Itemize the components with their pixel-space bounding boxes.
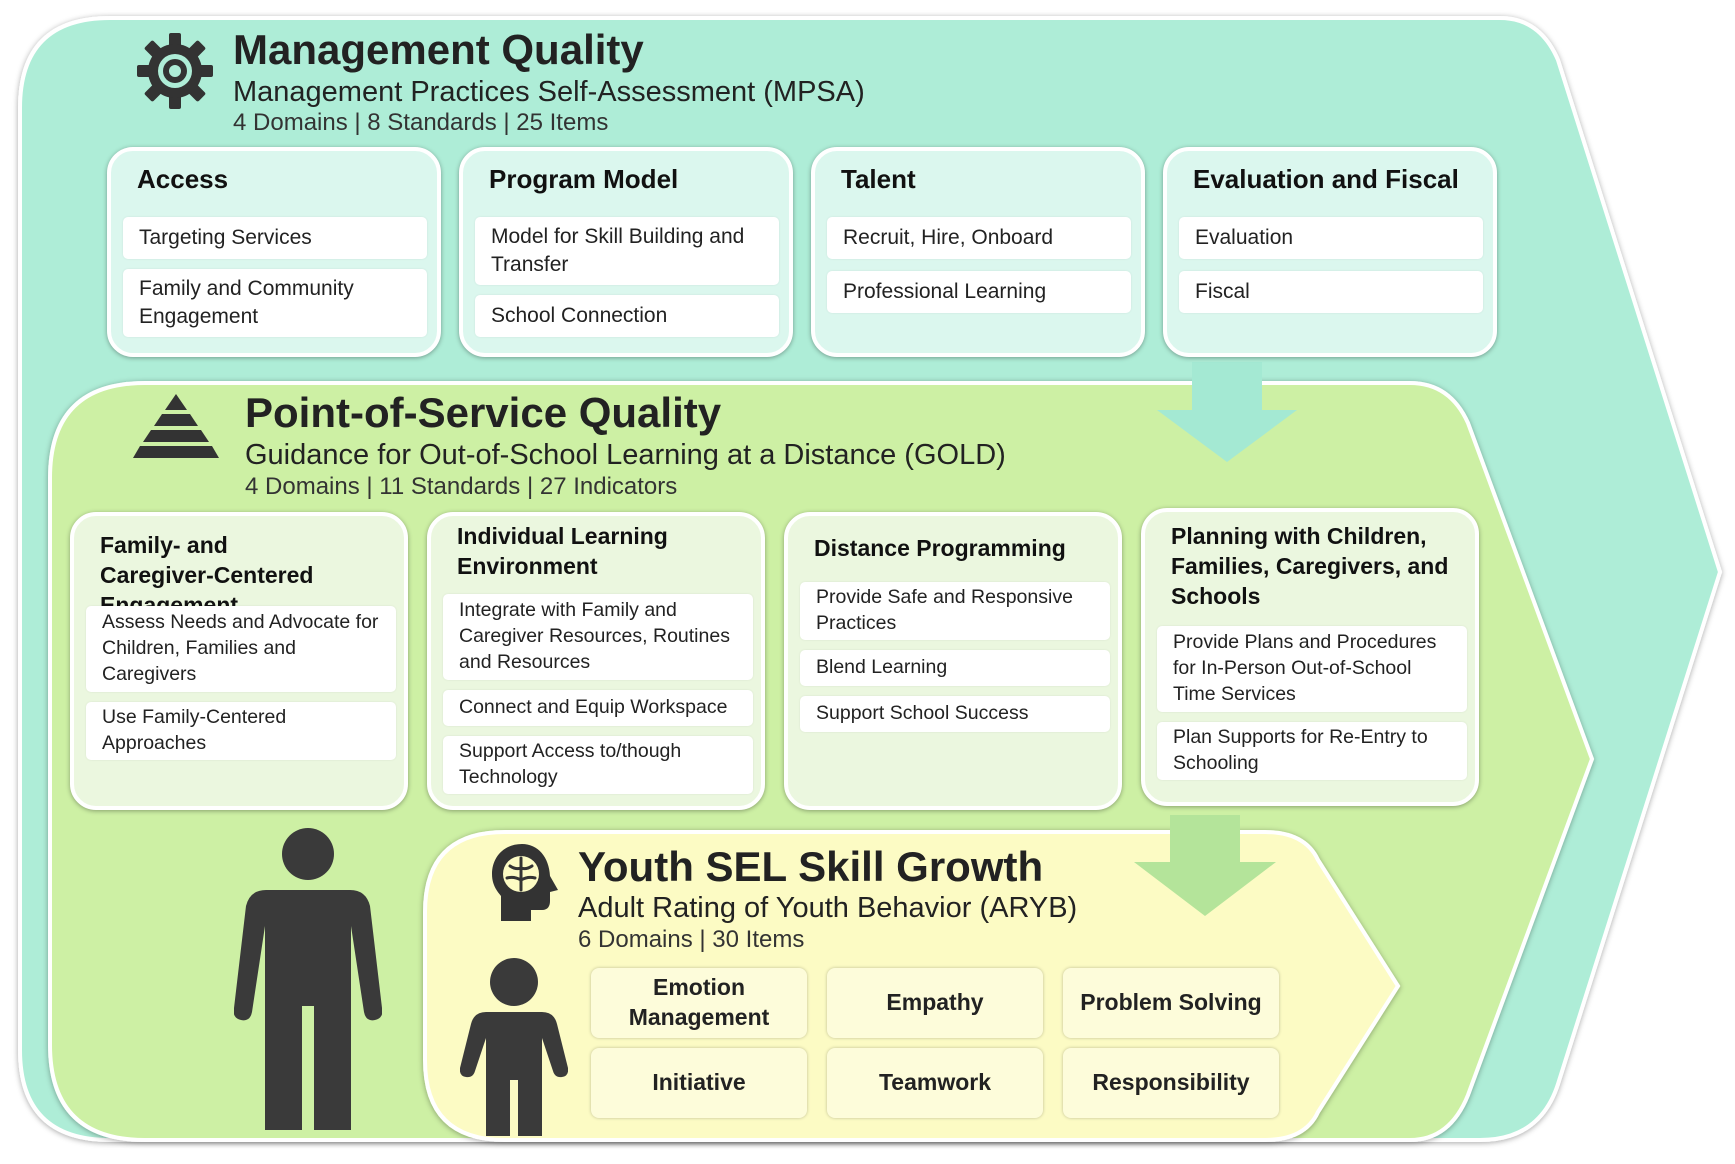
standard-item: Use Family-Centered Approaches bbox=[86, 702, 396, 760]
domain-title: Family- and Caregiver-Centered Engagemen… bbox=[100, 532, 314, 618]
standard-item: School Connection bbox=[475, 295, 779, 337]
domain-title: Talent bbox=[841, 164, 916, 194]
pos-domain-distance-programming: Distance Programming Provide Safe and Re… bbox=[784, 512, 1122, 810]
standard-item: Evaluation bbox=[1179, 217, 1483, 259]
standard-item: Provide Safe and Responsive Practices bbox=[800, 582, 1110, 640]
pos-domain-family-engagement: Family- and Caregiver-Centered Engagemen… bbox=[70, 512, 408, 810]
standard-item: Integrate with Family and Caregiver Reso… bbox=[443, 594, 753, 680]
standard-item: Model for Skill Building and Transfer bbox=[475, 217, 779, 285]
standard-item: Family and Community Engagement bbox=[123, 269, 427, 337]
sel-skill-emotion-management: Emotion Management bbox=[591, 968, 807, 1038]
sel-skill-problem-solving: Problem Solving bbox=[1063, 968, 1279, 1038]
standard-item: Professional Learning bbox=[827, 271, 1131, 313]
child-person-icon bbox=[459, 958, 569, 1136]
domain-title: Individual Learning Environment bbox=[457, 523, 668, 579]
domain-title: Distance Programming bbox=[814, 535, 1066, 561]
standard-item: Support Access to/though Technology bbox=[443, 736, 753, 794]
gear-icon bbox=[134, 30, 216, 112]
mq-domain-talent: Talent Recruit, Hire, Onboard Profession… bbox=[811, 147, 1145, 357]
pos-domain-planning: Planning with Children, Families, Caregi… bbox=[1141, 508, 1479, 806]
adult-person-icon bbox=[233, 828, 383, 1130]
pos-title: Point-of-Service Quality bbox=[245, 389, 722, 436]
domain-title: Evaluation and Fiscal bbox=[1193, 164, 1459, 194]
management-title: Management Quality bbox=[233, 26, 644, 73]
standard-item: Targeting Services bbox=[123, 217, 427, 259]
standard-item: Blend Learning bbox=[800, 650, 1110, 686]
sel-title: Youth SEL Skill Growth bbox=[578, 843, 1044, 890]
management-subtitle: Management Practices Self-Assessment (MP… bbox=[233, 76, 865, 108]
sel-skill-teamwork: Teamwork bbox=[827, 1048, 1043, 1118]
management-meta: 4 Domains | 8 Standards | 25 Items bbox=[233, 109, 609, 136]
pos-meta: 4 Domains | 11 Standards | 27 Indicators bbox=[245, 473, 678, 500]
pos-to-sel-arrow bbox=[1134, 815, 1276, 916]
standard-item: Assess Needs and Advocate for Children, … bbox=[86, 606, 396, 692]
pos-domain-learning-environment: Individual Learning Environment Integrat… bbox=[427, 512, 765, 810]
standard-item: Provide Plans and Procedures for In-Pers… bbox=[1157, 626, 1467, 712]
sel-subtitle: Adult Rating of Youth Behavior (ARYB) bbox=[578, 892, 1078, 924]
mq-domain-program-model: Program Model Model for Skill Building a… bbox=[459, 147, 793, 357]
brain-head-icon bbox=[488, 842, 560, 922]
mq-to-pos-arrow bbox=[1157, 362, 1297, 462]
pos-subtitle: Guidance for Out-of-School Learning at a… bbox=[245, 439, 1006, 471]
standard-item: Connect and Equip Workspace bbox=[443, 690, 753, 726]
pyramid-icon bbox=[133, 394, 219, 470]
standard-item: Recruit, Hire, Onboard bbox=[827, 217, 1131, 259]
standard-item: Fiscal bbox=[1179, 271, 1483, 313]
domain-title: Access bbox=[137, 164, 229, 194]
sel-meta: 6 Domains | 30 Items bbox=[578, 926, 805, 953]
sel-skill-responsibility: Responsibility bbox=[1063, 1048, 1279, 1118]
sel-skill-initiative: Initiative bbox=[591, 1048, 807, 1118]
domain-title: Program Model bbox=[489, 164, 679, 194]
standard-item: Plan Supports for Re-Entry to Schooling bbox=[1157, 722, 1467, 780]
sel-skill-empathy: Empathy bbox=[827, 968, 1043, 1038]
standard-item: Support School Success bbox=[800, 696, 1110, 732]
domain-title: Planning with Children, Families, Caregi… bbox=[1171, 523, 1449, 609]
mq-domain-evaluation-fiscal: Evaluation and Fiscal Evaluation Fiscal bbox=[1163, 147, 1497, 357]
mq-domain-access: Access Targeting Services Family and Com… bbox=[107, 147, 441, 357]
